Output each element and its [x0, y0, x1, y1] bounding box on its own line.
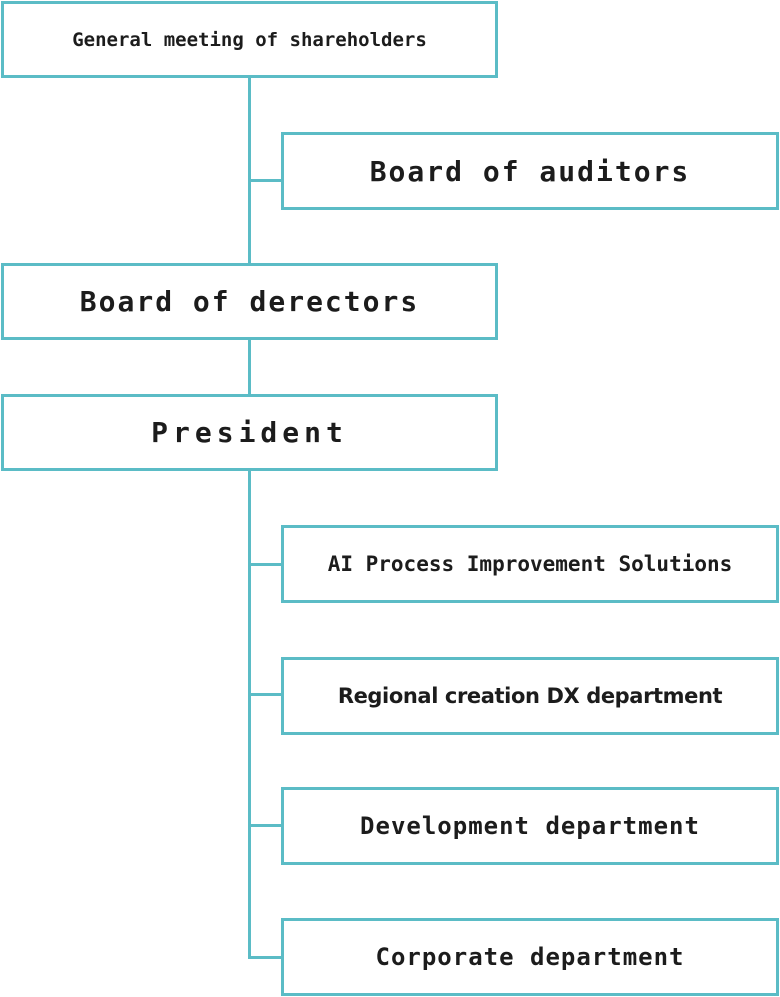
branch-line-development — [248, 824, 282, 827]
branch-line-regional-dx — [248, 693, 282, 696]
auditors-label: Board of auditors — [369, 154, 691, 188]
directors-box: Board of derectors — [1, 263, 498, 340]
corporate-label: Corporate department — [375, 943, 685, 971]
shareholders-box: General meeting of shareholders — [1, 1, 498, 78]
corporate-box: Corporate department — [281, 918, 779, 996]
development-label: Development department — [360, 812, 700, 840]
trunk-line-lower — [248, 471, 251, 959]
branch-line-ai-solutions — [248, 563, 282, 566]
directors-label: Board of derectors — [79, 285, 420, 318]
branch-line-auditors — [248, 179, 282, 182]
shareholders-label: General meeting of shareholders — [72, 28, 427, 51]
president-label: President — [151, 416, 348, 449]
regional-dx-label: Regional creation DX department — [337, 684, 723, 708]
branch-line-corporate — [248, 956, 282, 959]
trunk-line-upper — [248, 78, 251, 264]
ai-solutions-label: AI Process Improvement Solutions — [327, 552, 733, 576]
regional-dx-box: Regional creation DX department — [281, 657, 779, 735]
development-box: Development department — [281, 787, 779, 865]
trunk-line-middle — [248, 340, 251, 395]
auditors-box: Board of auditors — [281, 132, 779, 210]
ai-solutions-box: AI Process Improvement Solutions — [281, 525, 779, 603]
president-box: President — [1, 394, 498, 471]
